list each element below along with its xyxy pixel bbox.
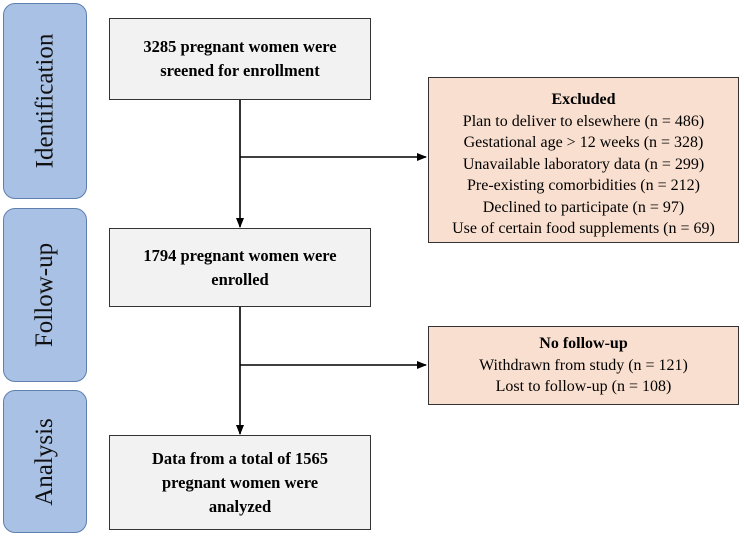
excluded-title: Excluded: [551, 91, 616, 108]
screened-text: 3285 pregnant women were sreened for enr…: [143, 37, 337, 80]
no-follow-up-reason: Lost to follow-up (n = 108): [495, 378, 672, 395]
excluded-reason: Use of certain food supplements (n = 69): [452, 220, 715, 237]
stage-identification: Identification: [3, 3, 87, 199]
excluded-reason: Gestational age > 12 weeks (n = 328): [463, 134, 704, 151]
excluded-reason: Declined to participate (n = 97): [482, 198, 685, 216]
analyzed-text: Data from a total of 1565 pregnant women…: [151, 448, 329, 516]
analyzed-box: Data from a total of 1565 pregnant women…: [109, 435, 371, 530]
no-follow-up-title: No follow-up: [539, 335, 628, 352]
no-follow-up-reason: Withdrawn from study (n = 121): [479, 356, 688, 374]
no-follow-up-box: No follow-up Withdrawn from study (n = 1…: [428, 326, 739, 405]
excluded-reason: Pre-existing comorbidities (n = 212): [467, 177, 700, 194]
enrolled-box: 1794 pregnant women were enrolled: [109, 228, 371, 307]
excluded-box: Excluded Plan to deliver to elsewhere (n…: [428, 77, 739, 243]
excluded-reason: Plan to deliver to elsewhere (n = 486): [462, 112, 705, 130]
excluded-reason: Unavailable laboratory data (n = 299): [462, 155, 705, 173]
screened-box: 3285 pregnant women were sreened for enr…: [109, 18, 371, 100]
enrolled-text: 1794 pregnant women were enrolled: [143, 245, 337, 289]
stage-follow-up: Follow-up: [3, 208, 87, 382]
stage-analysis: Analysis: [3, 390, 87, 533]
